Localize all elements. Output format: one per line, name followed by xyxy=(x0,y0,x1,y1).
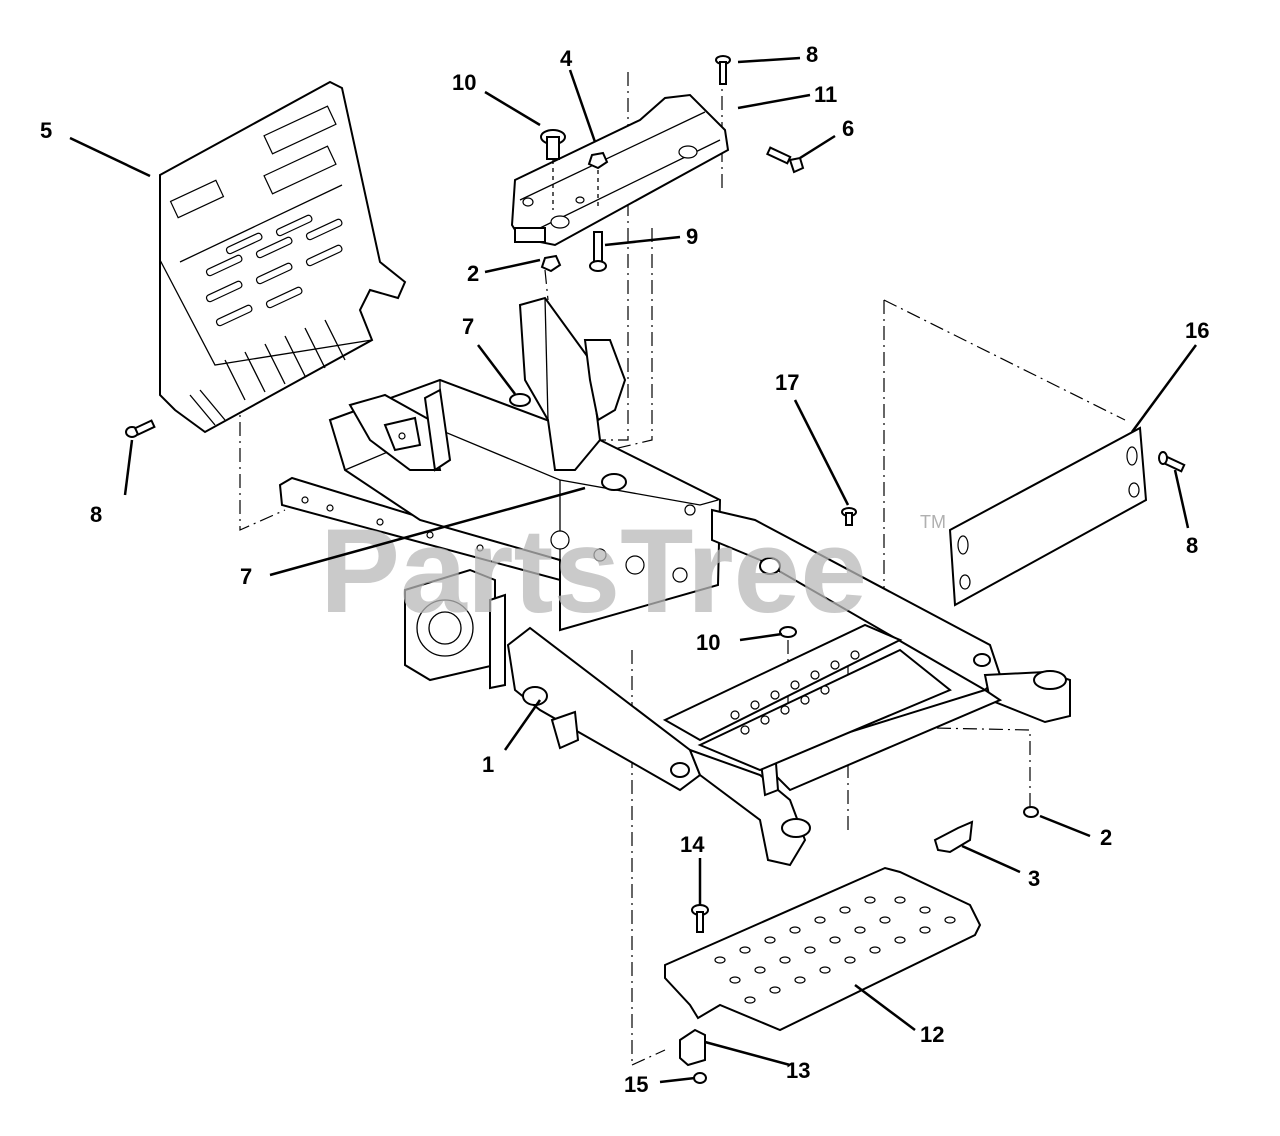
callout-13: 13 xyxy=(786,1058,810,1083)
callout-1: 1 xyxy=(482,752,494,777)
callout-11: 11 xyxy=(814,82,837,107)
callout-7: 7 xyxy=(462,314,474,339)
hardware-nut-2-top xyxy=(540,254,562,273)
hardware-knob-10 xyxy=(540,129,566,210)
guard-slots xyxy=(205,214,343,327)
hardware-bolt-14 xyxy=(691,904,709,933)
callout-2: 2 xyxy=(467,261,479,286)
part-13-bracket xyxy=(679,1028,706,1067)
floor-plate-holes xyxy=(714,896,956,1004)
callout-8: 8 xyxy=(1186,533,1198,558)
part-12-floor-plate xyxy=(664,866,982,1032)
callout-2: 2 xyxy=(1100,825,1112,850)
callout-5: 5 xyxy=(40,118,52,143)
callout-16: 16 xyxy=(1185,318,1209,343)
callout-4: 4 xyxy=(560,46,573,71)
hardware-bolt-17 xyxy=(841,507,857,526)
part-3-clip xyxy=(933,820,974,854)
hardware-bolt-8-left xyxy=(125,419,156,438)
callout-17: 17 xyxy=(775,370,799,395)
lower-frame-rails xyxy=(506,508,1071,867)
hardware-bolt-9 xyxy=(589,231,607,272)
callout-9: 9 xyxy=(686,224,698,249)
callout-3: 3 xyxy=(1028,866,1040,891)
callout-8: 8 xyxy=(806,42,818,67)
watermark: PartsTree xyxy=(320,504,867,638)
hardware-nut-4 xyxy=(587,151,609,210)
hardware-bolt-6 xyxy=(766,146,805,174)
callout-10: 10 xyxy=(696,630,720,655)
part-16-side-panel xyxy=(948,426,1148,607)
hardware-knob-10-lower xyxy=(779,626,797,638)
hardware-nut-15 xyxy=(693,1072,707,1084)
part-5-rear-guard xyxy=(159,80,407,434)
callout-15: 15 xyxy=(624,1072,648,1097)
guard-footstep-ribs xyxy=(189,319,346,426)
callout-14: 14 xyxy=(680,832,705,857)
console-bracket xyxy=(510,93,730,247)
callout-10: 10 xyxy=(452,70,476,95)
hardware-bolt-8-right xyxy=(1158,451,1186,473)
callout-6: 6 xyxy=(842,116,854,141)
callout-numbers: 5 10 4 8 11 6 9 2 7 7 8 17 16 8 10 1 2 3… xyxy=(40,42,1209,1097)
callout-12: 12 xyxy=(920,1022,944,1047)
hardware-bolt-8-top xyxy=(715,55,731,85)
callout-8: 8 xyxy=(90,502,102,527)
callout-7: 7 xyxy=(240,564,252,589)
floor-member-holes xyxy=(730,650,860,735)
leader-lines xyxy=(69,56,1198,1084)
hardware-nut-2-lower xyxy=(1023,806,1039,818)
trademark-symbol: TM xyxy=(920,512,946,532)
